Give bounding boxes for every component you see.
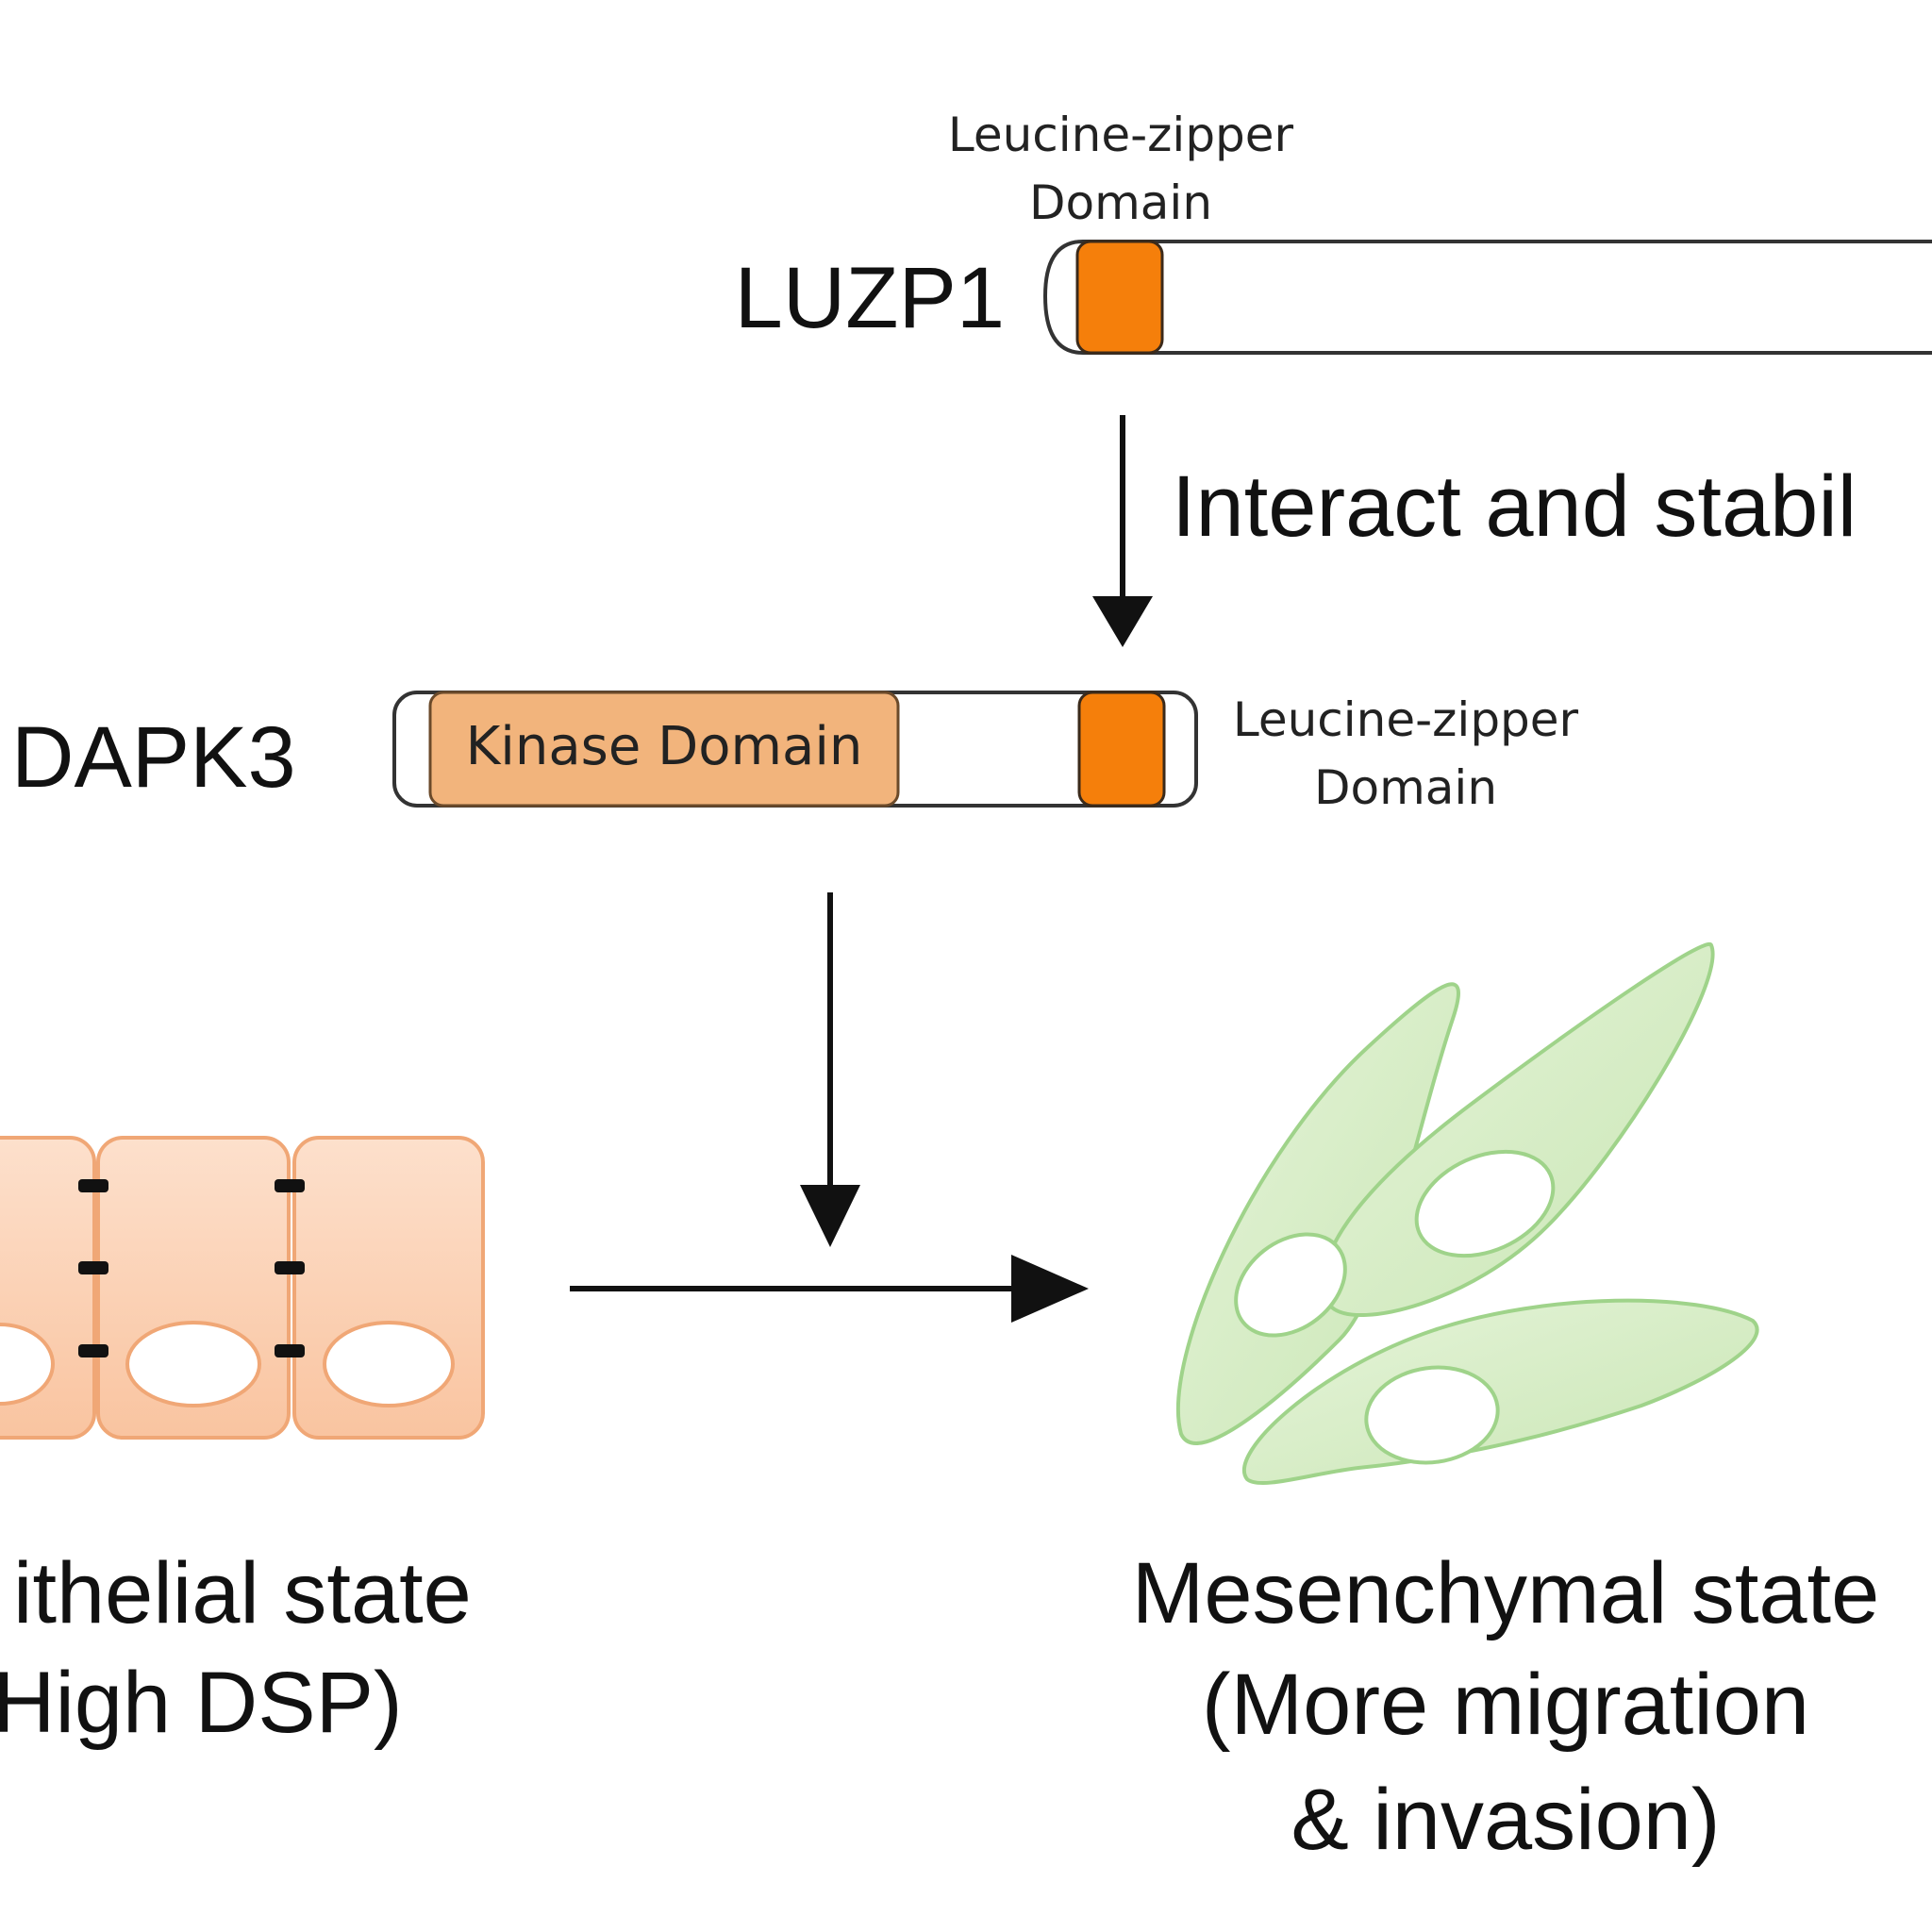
- epithelial-nucleus: [323, 1321, 455, 1407]
- dapk3-kinase-domain-label: Kinase Domain: [466, 716, 863, 777]
- epithelial-nucleus: [125, 1321, 261, 1407]
- epithelial-cells: [0, 1136, 485, 1440]
- dapk3-label: DAPK3: [11, 709, 296, 806]
- interact-stabilize-label: Interact and stabil: [1172, 458, 1857, 555]
- mesenchymal-nucleus: [1414, 1149, 1556, 1258]
- desmosome-junction: [275, 1344, 305, 1357]
- mesenchymal-nucleus: [1234, 1232, 1347, 1338]
- desmosome-junction: [78, 1261, 108, 1274]
- luzp1-leucine-zipper-label-line1: Leucine-zipper: [948, 108, 1294, 162]
- desmosome-junction: [78, 1344, 108, 1357]
- desmosome-junction: [78, 1179, 108, 1192]
- epithelial-nucleus: [0, 1323, 55, 1406]
- luzp1-leucine-zipper-label-line2: Domain: [1029, 175, 1212, 230]
- luzp1-label: LUZP1: [735, 250, 1005, 346]
- emt-transition-arrow: [570, 1255, 1089, 1323]
- luzp1-protein-bar: [1042, 240, 1932, 355]
- desmosome-junction: [275, 1179, 305, 1192]
- epithelial-state-label: ithelial state High DSP): [0, 1545, 472, 1751]
- mesenchymal-nucleus: [1364, 1365, 1500, 1465]
- epithelial-state-line1: ithelial state: [13, 1545, 472, 1641]
- interact-stabilize-arrow: Interact and stabil: [1092, 415, 1857, 647]
- desmosome-junction: [275, 1261, 305, 1274]
- mesenchymal-state-label: Mesenchymal state (More migration & inva…: [1132, 1545, 1880, 1868]
- dapk3-protein: DAPK3 Kinase Domain Leucine-zipper Domai…: [11, 691, 1579, 815]
- mesenchymal-cells: [1175, 941, 1759, 1486]
- mesenchymal-state-line1: Mesenchymal state: [1132, 1545, 1880, 1641]
- mesenchymal-state-line3: & invasion): [1291, 1772, 1720, 1868]
- luzp1-leucine-zipper-domain: [1075, 240, 1164, 355]
- dapk3-leucine-zipper-domain: [1077, 691, 1166, 808]
- dapk3-kinase-domain: [428, 691, 900, 808]
- epithelial-state-line2: High DSP): [0, 1655, 403, 1751]
- dapk3-leucine-zipper-label-line1: Leucine-zipper: [1233, 692, 1579, 747]
- luzp1-protein: Leucine-zipper Domain LUZP1: [735, 108, 1932, 355]
- mesenchymal-state-line2: (More migration: [1202, 1657, 1809, 1753]
- dapk3-promotes-arrow: [800, 892, 860, 1247]
- dapk3-leucine-zipper-label-line2: Domain: [1314, 760, 1497, 815]
